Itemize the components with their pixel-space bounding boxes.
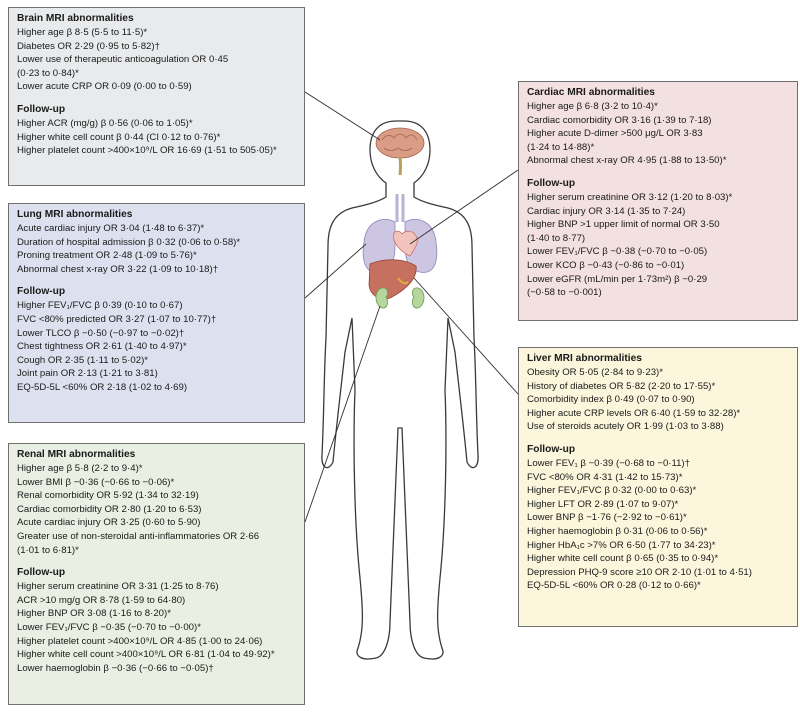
list-item: (1·01 to 6·81)* [17,544,79,556]
list-item: Higher haemoglobin β 0·31 (0·06 to 0·56)… [527,525,708,537]
list-item: Lower haemoglobin β −0·36 (−0·66 to −0·0… [17,662,214,674]
list-item: EQ-5D-5L <60% OR 2·18 (1·02 to 4·69) [17,381,188,393]
liver-mri-panel: Liver MRI abnormalities Obesity OR 5·05 … [518,347,798,627]
lung-followup-title: Follow-up [17,286,66,298]
list-item: (1·24 to 14·88)* [527,141,595,153]
lung-connector [304,243,367,299]
list-item: Higher BNP >1 upper limit of normal OR 3… [527,219,720,231]
list-item: Cardiac comorbidity OR 2·80 (1·20 to 6·5… [17,503,202,515]
brain-mri-panel: Brain MRI abnormalities Higher age β 8·5… [8,7,305,186]
list-item: FVC <80% predicted OR 3·27 (1·07 to 10·7… [17,313,217,325]
list-item: Higher age β 6·8 (3·2 to 10·4)* [527,101,658,112]
liver-panel-title: Liver MRI abnormalities [527,353,642,364]
list-item: Use of steroids acutely OR 1·99 (1·03 to… [527,421,724,433]
lung-mri-panel: Lung MRI abnormalities Acute cardiac inj… [8,203,305,423]
list-item: Higher acute D-dimer >500 μg/L OR 3·83 [527,128,703,140]
list-item: Lower eGFR (mL/min per 1·73m²) β −0·29 [527,273,708,285]
cardiac-connector [409,169,519,245]
list-item: Higher LFT OR 2·89 (1·07 to 9·07)* [527,498,679,510]
list-item: Higher ACR (mg/g) β 0·56 (0·06 to 1·05)* [17,117,193,129]
liver-connector [413,277,519,395]
list-item: Higher FEV₁/FVC β 0·39 (0·10 to 0·67) [17,300,183,312]
lung-panel-title: Lung MRI abnormalities [17,209,133,220]
list-item: Lower BNP β −1·76 (−2·92 to −0·61)* [527,512,687,524]
renal-panel-title: Renal MRI abnormalities [17,449,136,460]
list-item: Higher FEV₁/FVC β 0·32 (0·00 to 0·63)* [527,485,697,497]
cardiac-mri-panel: Cardiac MRI abnormalities Higher age β 6… [518,81,798,321]
list-item: Higher BNP OR 3·08 (1·16 to 8·20)* [17,608,171,620]
renal-mri-panel: Renal MRI abnormalities Higher age β 5·8… [8,443,305,705]
list-item: Higher age β 5·8 (2·2 to 9·4)* [17,463,143,474]
cardiac-followup-list: Higher serum creatinine OR 3·12 (1·20 to… [527,191,791,300]
list-item: Lower FEV₁/FVC β −0·38 (−0·70 to −0·05) [527,246,708,258]
list-item: (0·23 to 0·84)* [17,67,79,79]
list-item: Depression PHQ-9 score ≥10 OR 2·10 (1·01… [527,566,752,578]
list-item: Joint pain OR 2·13 (1·21 to 3·81) [17,368,158,380]
body-silhouette [321,120,479,660]
liver-followup-list: Lower FEV₁ β −0·39 (−0·68 to −0·11)† FVC… [527,457,791,593]
list-item: Lower acute CRP OR 0·09 (0·00 to 0·59) [17,81,192,93]
list-item: Lower use of therapeutic anticoagulation… [17,54,229,66]
list-item: Higher HbA₁c >7% OR 6·50 (1·77 to 34·23)… [527,539,716,551]
trachea-icon [395,194,405,222]
list-item: Renal comorbidity OR 5·92 (1·34 to 32·19… [17,490,199,502]
list-item: Lower KCO β −0·43 (−0·86 to −0·01) [527,259,685,271]
list-item: Acute cardiac injury OR 3·25 (0·60 to 5·… [17,517,201,529]
list-item: (−0·58 to −0·001) [527,287,602,299]
cardiac-followup-title: Follow-up [527,177,576,189]
list-item: Lower FEV₁ β −0·39 (−0·68 to −0·11)† [527,457,690,469]
brain-followup-title: Follow-up [17,103,66,115]
list-item: Higher white cell count β 0·65 (0·35 to … [527,553,719,565]
list-item: Higher age β 8·5 (5·5 to 11·5)* [17,27,148,38]
list-item: Cardiac comorbidity OR 3·16 (1·39 to 7·1… [527,114,712,126]
list-item: Chest tightness OR 2·61 (1·40 to 4·97)* [17,341,187,353]
list-item: Diabetes OR 2·29 (0·95 to 5·82)† [17,40,160,52]
list-item: Obesity OR 5·05 (2·84 to 9·23)* [527,367,663,378]
liver-followup-title: Follow-up [527,443,576,455]
brain-panel-title: Brain MRI abnormalities [17,13,134,24]
brain-followup-list: Higher ACR (mg/g) β 0·56 (0·06 to 1·05)*… [17,117,298,158]
list-item: History of diabetes OR 5·82 (2·20 to 17·… [527,380,716,392]
list-item: FVC <80% OR 4·31 (1·42 to 15·73)* [527,471,683,483]
list-item: ACR >10 mg/g OR 8·78 (1·59 to 64·80) [17,594,186,606]
list-item: Higher serum creatinine OR 3·31 (1·25 to… [17,581,219,593]
list-item: Cough OR 2·35 (1·11 to 5·02)* [17,354,149,366]
brain-acute-list: Higher age β 8·5 (5·5 to 11·5)* Diabetes… [17,26,298,94]
cardiac-acute-list: Higher age β 6·8 (3·2 to 10·4)* Cardiac … [527,100,791,168]
list-item: Higher serum creatinine OR 3·12 (1·20 to… [527,191,733,203]
list-item: Cardiac injury OR 3·14 (1·35 to 7·24) [527,205,686,217]
list-item: EQ-5D-5L <60% OR 0·28 (0·12 to 0·66)* [527,580,701,592]
list-item: Higher white cell count >400×10⁹/L OR 6·… [17,649,275,661]
brain-connector [304,91,381,141]
kidneys-icon [375,287,425,309]
lung-followup-list: Higher FEV₁/FVC β 0·39 (0·10 to 0·67) FV… [17,299,298,394]
renal-followup-list: Higher serum creatinine OR 3·31 (1·25 to… [17,580,298,675]
lung-acute-list: Acute cardiac injury OR 3·04 (1·48 to 6·… [17,222,298,276]
list-item: Higher platelet count >400×10⁹/L OR 16·6… [17,145,277,157]
renal-connector [304,305,381,523]
heart-icon [392,230,418,257]
list-item: Abnormal chest x-ray OR 4·95 (1·88 to 13… [527,155,727,167]
list-item: Higher acute CRP levels OR 6·40 (1·59 to… [527,407,741,419]
list-item: Lower FEV₁/FVC β −0·35 (−0·70 to −0·00)* [17,621,201,633]
list-item: (1·40 to 8·77) [527,232,586,244]
connector-lines [304,91,519,523]
renal-followup-title: Follow-up [17,567,66,579]
list-item: Lower TLCO β −0·50 (−0·97 to −0·02)† [17,327,185,339]
list-item: Lower BMI β −0·36 (−0·66 to −0·06)* [17,476,175,488]
list-item: Greater use of non-steroidal anti-inflam… [17,530,260,542]
list-item: Higher platelet count >400×10⁹/L OR 4·85… [17,635,263,647]
list-item: Acute cardiac injury OR 3·04 (1·48 to 6·… [17,223,205,234]
list-item: Higher white cell count β 0·44 (CI 0·12 … [17,131,221,143]
renal-acute-list: Higher age β 5·8 (2·2 to 9·4)* Lower BMI… [17,462,298,557]
brain-icon [375,127,425,176]
list-item: Abnormal chest x-ray OR 3·22 (1·09 to 10… [17,263,219,275]
list-item: Comorbidity index β 0·49 (0·07 to 0·90) [527,394,695,406]
liver-acute-list: Obesity OR 5·05 (2·84 to 9·23)* History … [527,366,791,434]
list-item: Duration of hospital admission β 0·32 (0… [17,236,241,248]
cardiac-panel-title: Cardiac MRI abnormalities [527,87,655,98]
list-item: Proning treatment OR 2·48 (1·09 to 5·76)… [17,250,197,262]
